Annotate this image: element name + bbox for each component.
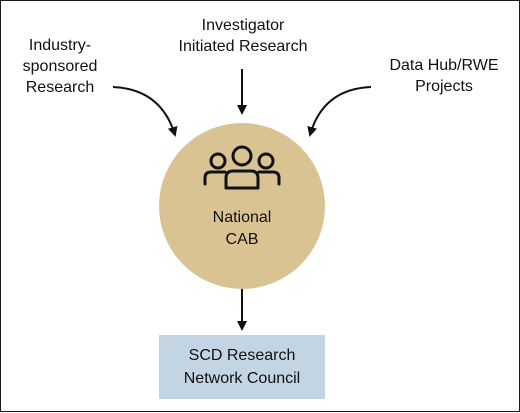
industry-label-line-3: Research — [25, 79, 95, 96]
industry-label-line-2: sponsored — [22, 58, 98, 75]
datahub-label-line-2: Projects — [415, 78, 473, 95]
data-hub-rwe-projects-label: Data Hub/RWE Projects — [369, 55, 519, 97]
national-cab-node — [159, 123, 325, 289]
investigator-label-line-1: Investigator — [201, 17, 285, 34]
cab-label-line-2: CAB — [225, 231, 259, 248]
council-label-line-2: Network Council — [183, 370, 301, 387]
council-label: SCD Research Network Council — [159, 344, 325, 390]
national-cab-label: National CAB — [159, 207, 325, 251]
arrow-datahub-to-cab — [307, 86, 372, 137]
industry-sponsored-research-label: Industry- sponsored Research — [1, 35, 119, 98]
arrow-industry-to-cab — [112, 86, 178, 137]
scd-research-network-council-node: SCD Research Network Council — [159, 335, 325, 399]
people-group-icon — [203, 145, 281, 190]
cab-label-line-1: National — [212, 209, 272, 226]
datahub-label-line-1: Data Hub/RWE — [389, 57, 499, 74]
investigator-label-line-2: Initiated Research — [178, 38, 308, 55]
investigator-initiated-research-label: Investigator Initiated Research — [159, 15, 327, 57]
industry-label-line-1: Industry- — [28, 37, 92, 54]
council-label-line-1: SCD Research — [188, 347, 296, 364]
